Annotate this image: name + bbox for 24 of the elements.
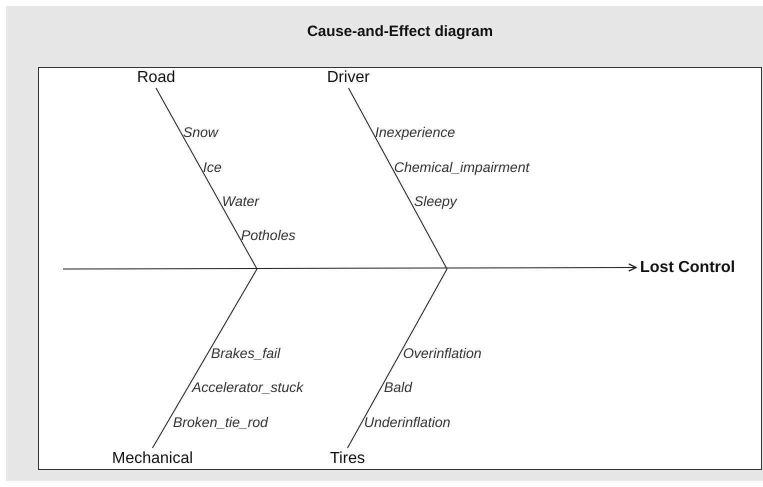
cause-label: Brakes_fail [211,345,280,362]
diagram-title: Cause-and-Effect diagram [306,23,494,41]
cause-label: Chemical_impairment [394,159,530,176]
cause-label: Overinflation [403,345,482,362]
cause-label: Water [222,193,260,210]
category-label: Tires [330,449,365,468]
spine-arrow [62,263,637,272]
cause-label: Inexperience [375,124,456,141]
cause-label: Snow [183,124,218,141]
category-label: Road [137,68,176,88]
cause-label: Underinflation [364,414,450,431]
cause-label: Accelerator_stuck [192,379,304,396]
cause-label: Broken_tie_rod [173,414,268,431]
cause-label: Potholes [241,227,296,244]
category-label: Driver [327,68,370,88]
bone-line [156,88,258,270]
cause-label: Sleepy [414,193,457,210]
bone-line [152,268,258,448]
category-label: Mechanical [112,449,193,468]
cause-label: Bald [384,379,412,396]
cause-label: Ice [203,159,222,176]
effect-label: Lost Control [640,258,736,278]
bone-line [348,88,448,270]
bone-line [347,268,448,448]
